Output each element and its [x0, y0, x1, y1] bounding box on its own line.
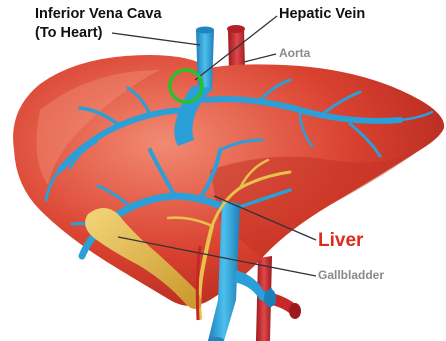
- liver-label: Liver: [318, 230, 363, 252]
- hepatic-vein-label: Hepatic Vein: [279, 6, 365, 23]
- inferior-vena-cava-sublabel: (To Heart): [35, 25, 102, 42]
- aorta-label: Aorta: [279, 47, 310, 61]
- gallbladder-label: Gallbladder: [318, 269, 384, 283]
- inferior-vena-cava-label: Inferior Vena Cava: [35, 6, 162, 23]
- inferior-vena-cava: [196, 30, 214, 92]
